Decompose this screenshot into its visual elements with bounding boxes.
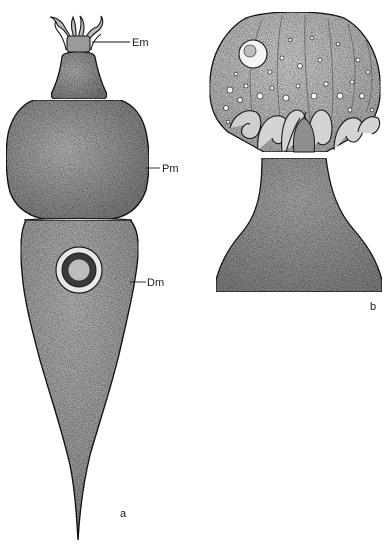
protomerite bbox=[6, 100, 149, 219]
vacuole bbox=[239, 40, 267, 68]
cell-body-b bbox=[216, 158, 382, 292]
protomerite-neck bbox=[51, 52, 107, 99]
panel-a-organism: Em Pm Dm a bbox=[6, 16, 178, 540]
panel-label-a: a bbox=[120, 508, 127, 520]
panel-b-detail: b bbox=[210, 12, 382, 313]
label-dm: Dm bbox=[147, 277, 164, 289]
panel-label-b: b bbox=[370, 301, 376, 313]
label-em: Em bbox=[132, 37, 149, 49]
label-pm: Pm bbox=[162, 163, 179, 175]
nucleus bbox=[56, 247, 102, 293]
epimerite bbox=[50, 16, 103, 52]
